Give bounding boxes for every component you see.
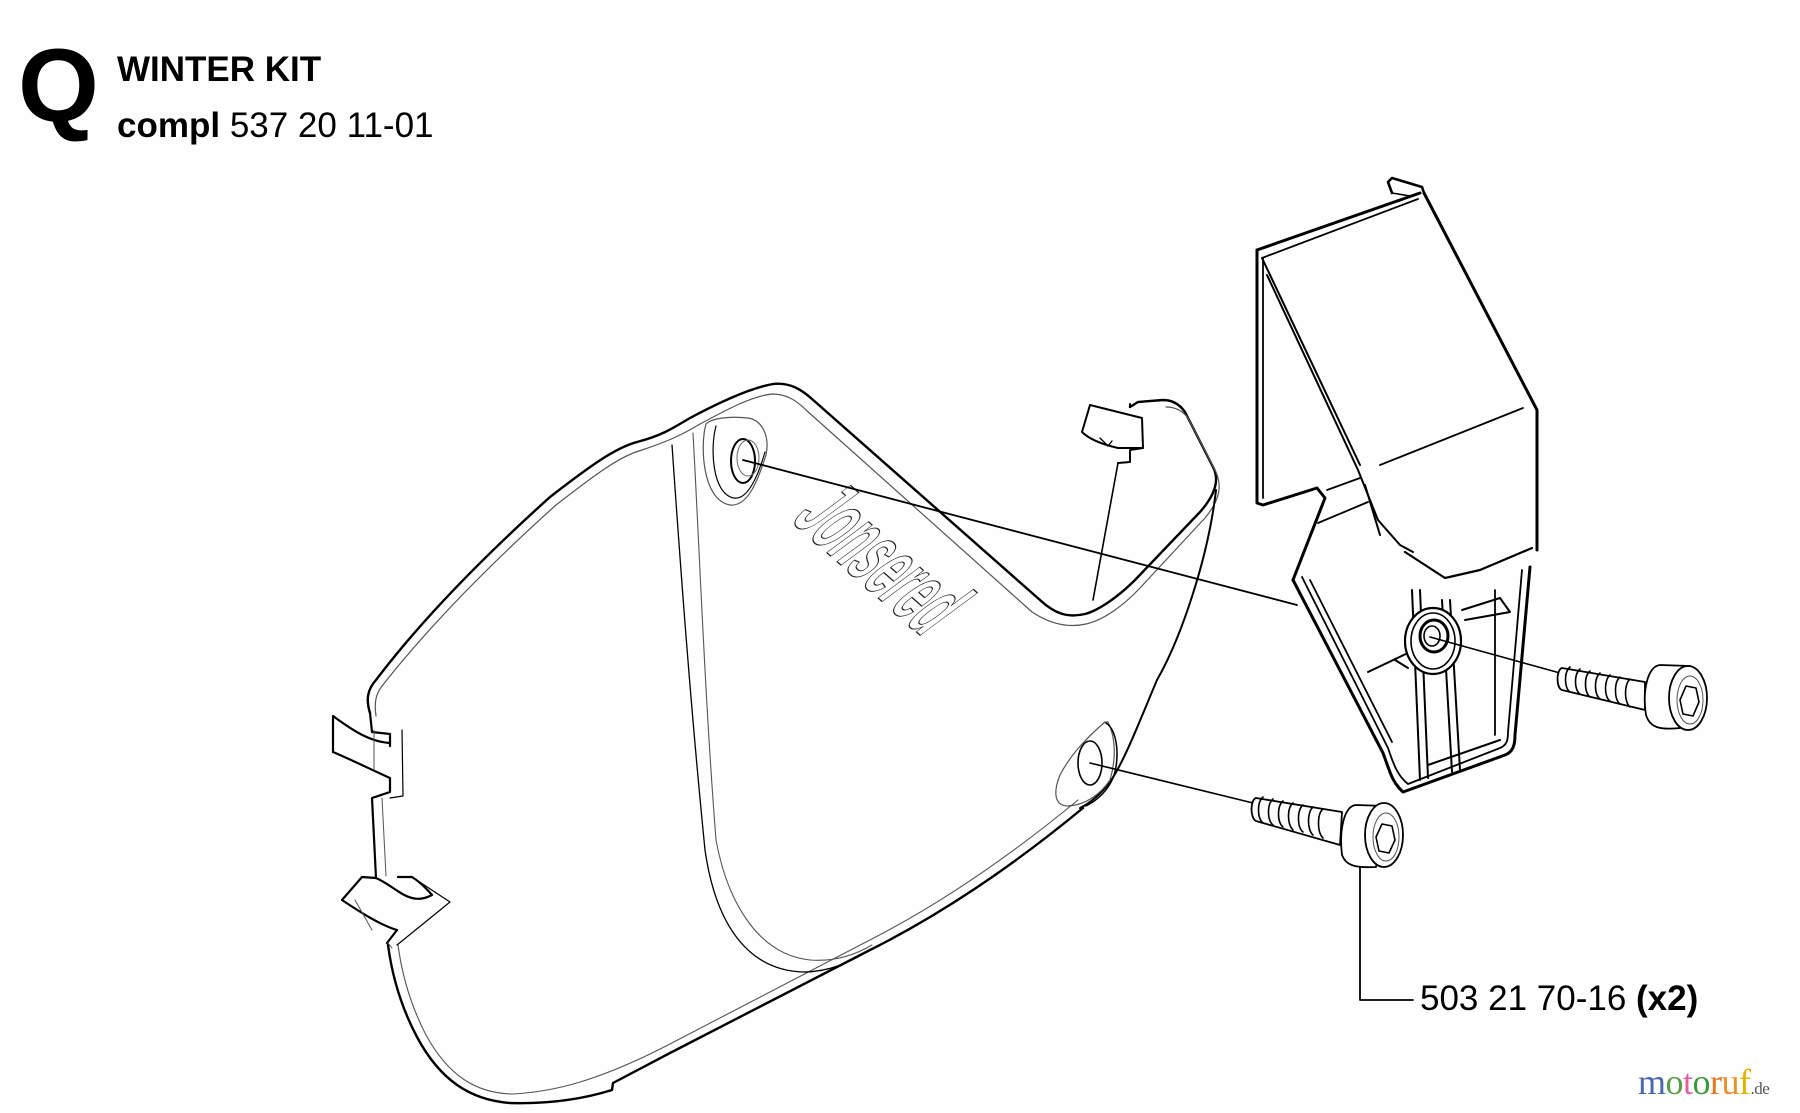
svg-text:Jonsered: Jonsered [773, 468, 993, 650]
screw-upper [1556, 664, 1708, 731]
logo-letter: t [1683, 1062, 1693, 1102]
screw-callout-label: 503 21 70-16 (x2) [1420, 981, 1698, 1016]
compl-label: compl [117, 106, 221, 145]
logo-letter: r [1710, 1062, 1722, 1102]
screw-part-number: 503 21 70-16 [1420, 979, 1627, 1018]
cover-top-mount-hole [702, 416, 768, 506]
guard-mount-hole [1403, 606, 1463, 676]
logo-letter: o [1692, 1062, 1711, 1102]
kit-part-number: compl 537 20 11-01 [117, 108, 434, 143]
cover-clip-tab [1081, 403, 1144, 601]
jonsered-logo-marking: Jonsered [772, 468, 993, 651]
logo-letter: m [1638, 1062, 1666, 1102]
logo-letter: u [1721, 1062, 1740, 1102]
section-letter: Q [18, 28, 99, 144]
callout-leader-line [1359, 866, 1414, 1001]
logo-tld: .de [1750, 1079, 1770, 1098]
screw-lower [1250, 796, 1404, 869]
side-cover: Jonsered [331, 382, 1220, 1105]
screw-quantity: (x2) [1636, 979, 1699, 1018]
motoruf-watermark[interactable]: motoruf.de [1638, 1062, 1770, 1102]
kit-title: WINTER KIT [117, 50, 322, 89]
compl-part-number: 537 20 11-01 [229, 106, 434, 145]
cover-bottom-mount-hole [1055, 721, 1118, 807]
logo-letter: f [1739, 1062, 1751, 1102]
winter-guard-plate [1255, 176, 1539, 794]
explosion-lines [742, 459, 1561, 804]
logo-letter: o [1665, 1062, 1684, 1102]
